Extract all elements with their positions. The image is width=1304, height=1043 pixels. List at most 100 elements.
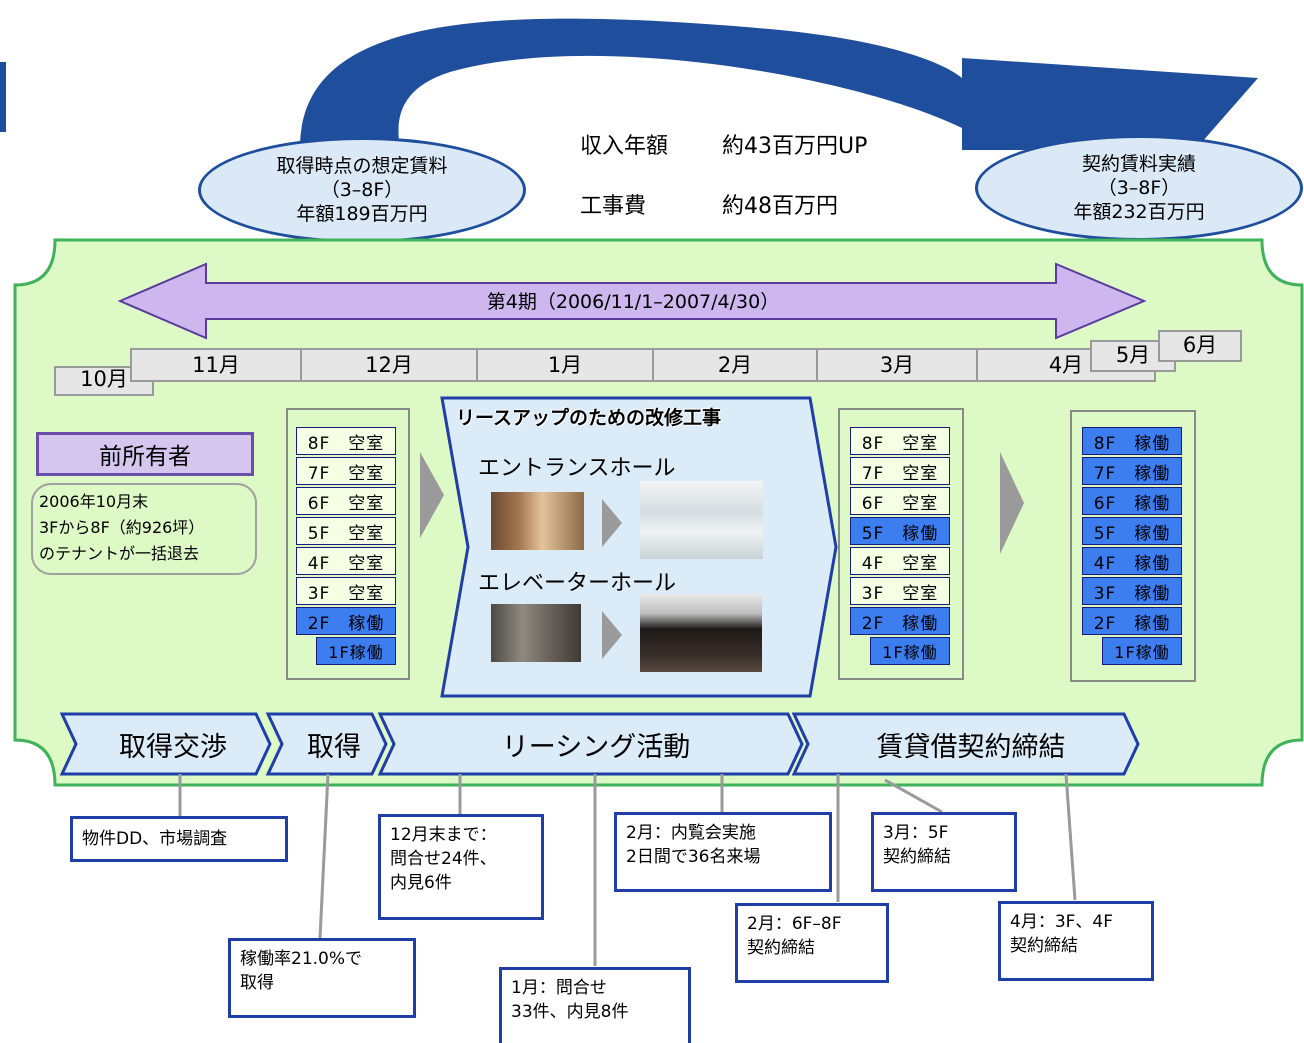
entrance-hall-label: エントランスホール — [478, 456, 676, 481]
note-march-contract-line1: 3月：5F — [883, 823, 949, 843]
contract-rent-line2: （3–8F） — [1097, 177, 1181, 199]
step-arrow-2 — [1000, 452, 1024, 554]
previous-owner-note: 2006年10月末 3Fから8F（約926坪） のテナントが一括退去 — [31, 483, 257, 575]
note-acquisition-line1: 稼働率21.0%で — [240, 949, 363, 969]
floor-2f: 2F 稼働 — [296, 607, 396, 635]
month-11: 11月 — [130, 348, 302, 382]
floor-8f: 8F 稼働 — [1082, 427, 1182, 455]
note-february-contract: 2月：6F–8F 契約締結 — [735, 903, 889, 983]
month-2: 2月 — [652, 348, 818, 382]
phase-leasing: リーシング活動 — [501, 731, 691, 763]
period-label: 第4期（2006/11/1–2007/4/30） — [486, 291, 780, 313]
phase-acquisition: 取得 — [307, 731, 361, 763]
note-december-line1: 12月末まで： — [390, 825, 497, 845]
entrance-after-photo — [640, 481, 763, 559]
note-march-contract: 3月：5F 契約締結 — [871, 812, 1017, 892]
note-january-line1: 1月：問合せ — [511, 978, 607, 998]
elevator-arrow — [602, 611, 622, 659]
floor-2f: 2F 稼働 — [850, 607, 950, 635]
acquisition-rent-ellipse: 取得時点の想定賃料 （3–8F） 年額189百万円 — [198, 137, 526, 243]
note-december-line2: 問合せ24件、 — [390, 849, 497, 869]
previous-owner-note-line2: 3Fから8F（約926坪） — [39, 518, 205, 537]
income-label: 収入年額 — [580, 134, 669, 159]
month-12-label: 12月 — [365, 353, 413, 377]
month-10-label: 10月 — [80, 367, 128, 391]
month-2-label: 2月 — [717, 353, 753, 377]
renovation-title: リースアップのための改修工事 — [456, 407, 722, 429]
previous-owner-title: 前所有者 — [99, 444, 191, 470]
month-4-label: 4月 — [1048, 353, 1084, 377]
note-open-house: 2月：内覧会実施 2日間で36名来場 — [614, 812, 832, 892]
month-12: 12月 — [300, 348, 478, 382]
floor-8f: 8F 空室 — [296, 427, 396, 455]
acquisition-rent-line3: 年額189百万円 — [296, 203, 428, 225]
step-arrow-1 — [420, 452, 444, 538]
month-1-label: 1月 — [547, 353, 583, 377]
floor-3f: 3F 空室 — [296, 577, 396, 605]
contract-rent-ellipse: 契約賃料実績 （3–8F） 年額232百万円 — [975, 135, 1303, 241]
acquisition-rent-line2: （3–8F） — [320, 179, 404, 201]
floor-1f: 1F稼働 — [1102, 637, 1182, 665]
floor-stack-april — [1070, 410, 1196, 682]
month-11-label: 11月 — [192, 353, 240, 377]
month-1: 1月 — [476, 348, 654, 382]
month-6-label: 6月 — [1182, 333, 1218, 357]
elevator-hall-label: エレベーターホール — [478, 571, 677, 596]
previous-owner-note-line1: 2006年10月末 — [39, 492, 149, 511]
note-april-contract: 4月：3F、4F 契約締結 — [998, 901, 1154, 981]
floor-6f: 6F 空室 — [850, 487, 950, 515]
floor-stack-march — [838, 408, 964, 680]
floor-3f: 3F 空室 — [850, 577, 950, 605]
elevator-after-photo — [640, 594, 762, 672]
contract-rent-line3: 年額232百万円 — [1073, 201, 1205, 223]
contract-rent-line1: 契約賃料実績 — [1081, 153, 1196, 175]
floor-8f: 8F 空室 — [850, 427, 950, 455]
acquisition-rent-line1: 取得時点の想定賃料 — [276, 155, 448, 177]
month-10: 10月 — [54, 366, 154, 396]
note-january-inquiries: 1月：問合せ 33件、内見8件 — [499, 967, 691, 1043]
note-january-line2: 33件、内見8件 — [511, 1002, 629, 1022]
note-april-contract-line2: 契約締結 — [1010, 936, 1078, 956]
previous-owner-note-line3: のテナントが一括退去 — [39, 544, 200, 563]
note-open-house-line2: 2日間で36名来場 — [626, 847, 761, 867]
note-march-contract-line2: 契約締結 — [883, 847, 951, 867]
period-arrow — [118, 262, 1147, 340]
phase-contract: 賃貸借契約締結 — [876, 731, 1066, 763]
note-connectors — [178, 773, 1077, 966]
entrance-before-photo — [491, 492, 584, 550]
floor-stack-before — [286, 408, 410, 680]
cost-label: 工事費 — [580, 194, 647, 219]
cost-value: 約48百万円 — [722, 194, 838, 219]
floor-5f: 5F 稼働 — [1082, 517, 1182, 545]
floor-4f: 4F 空室 — [850, 547, 950, 575]
phase-negotiation: 取得交渉 — [119, 731, 227, 763]
month-3-label: 3月 — [879, 353, 915, 377]
big-curved-arrow — [0, 18, 1258, 150]
floor-6f: 6F 稼働 — [1082, 487, 1182, 515]
floor-4f: 4F 空室 — [296, 547, 396, 575]
floor-7f: 7F 空室 — [850, 457, 950, 485]
note-open-house-line1: 2月：内覧会実施 — [626, 823, 756, 843]
month-3: 3月 — [816, 348, 978, 382]
note-february-contract-line2: 契約締結 — [747, 938, 815, 958]
note-december-line3: 内見6件 — [390, 873, 452, 893]
note-due-diligence-line1: 物件DD、市場調査 — [82, 829, 228, 849]
note-acquisition-line2: 取得 — [240, 973, 274, 993]
note-acquisition: 稼働率21.0%で 取得 — [228, 938, 416, 1018]
note-february-contract-line1: 2月：6F–8F — [747, 914, 842, 934]
income-value: 約43百万円UP — [722, 134, 868, 159]
month-6: 6月 — [1158, 330, 1242, 362]
phase-chevrons — [60, 712, 1140, 776]
floor-1f: 1F稼働 — [870, 637, 950, 665]
floor-3f: 3F 稼働 — [1082, 577, 1182, 605]
floor-4f: 4F 稼働 — [1082, 547, 1182, 575]
floor-2f: 2F 稼働 — [1082, 607, 1182, 635]
previous-owner-label: 前所有者 — [36, 432, 254, 476]
floor-7f: 7F 空室 — [296, 457, 396, 485]
entrance-arrow — [602, 499, 622, 547]
note-due-diligence: 物件DD、市場調査 — [70, 816, 288, 862]
floor-5f: 5F 稼働 — [850, 517, 950, 545]
note-december-inquiries: 12月末まで： 問合せ24件、 内見6件 — [378, 814, 544, 920]
floor-5f: 5F 空室 — [296, 517, 396, 545]
month-5-label: 5月 — [1115, 343, 1151, 367]
